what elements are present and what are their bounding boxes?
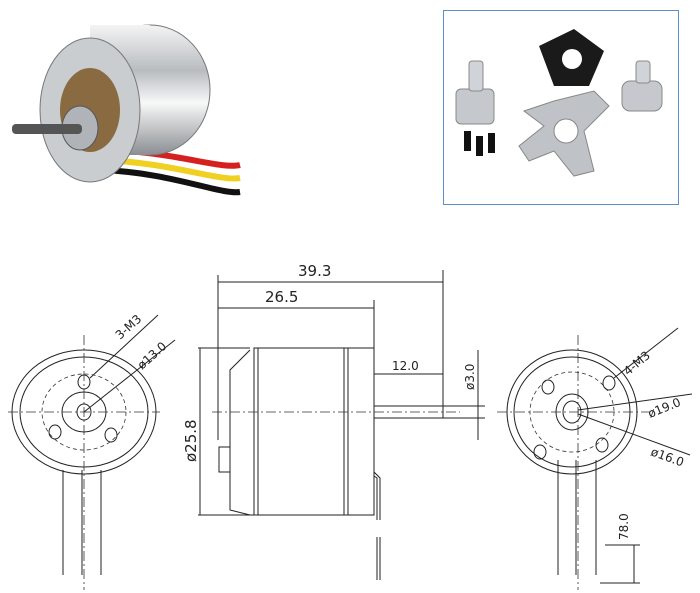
left-holes-label: 3-M3: [113, 312, 145, 342]
black-screw: [476, 136, 483, 156]
shaft-length-label: 12.0: [392, 359, 419, 373]
left-diameter-label: ø13.0: [135, 339, 170, 372]
shaft-adapter-right-stem: [635, 60, 651, 84]
outer-diameter-label: ø19.0: [646, 395, 683, 421]
shaft-adapter-left-base: [455, 88, 495, 125]
shaft-adapter-right-base: [621, 80, 663, 112]
accessory-kit-photo: [443, 10, 679, 205]
accessory-parts: [455, 29, 663, 177]
motor-shaft: [12, 124, 82, 134]
lead-length-label: 78.0: [617, 513, 631, 540]
left-end-view: 3-M3 ø13.0: [8, 312, 176, 590]
shaft-diameter-label: ø3.0: [463, 364, 477, 390]
black-screw: [488, 133, 495, 153]
black-screw: [464, 131, 471, 151]
overall-length-label: 39.3: [298, 262, 331, 280]
body-length-label: 26.5: [265, 288, 298, 306]
motor-photo: [12, 24, 241, 196]
right-holes-label: 4-M3: [621, 348, 653, 378]
inner-diameter-label: ø16.0: [649, 445, 686, 470]
mount-plate-hole: [553, 118, 579, 144]
right-end-view: 4-M3 ø19.0 ø16.0 78.0: [497, 327, 693, 590]
black-wire: [99, 167, 241, 196]
shaft-adapter-left-stem: [468, 60, 484, 92]
body-diameter-label: ø25.8: [182, 419, 200, 462]
side-view: 39.3 26.5 ø25.8 12.0 ø3.0: [182, 262, 485, 580]
prop-adapter-hole: [562, 49, 582, 69]
